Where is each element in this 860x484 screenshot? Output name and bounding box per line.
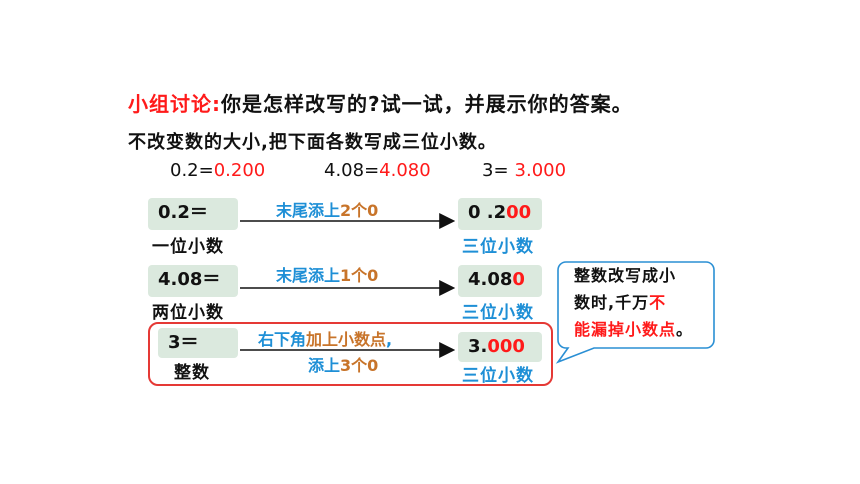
speech-bubble bbox=[555, 261, 715, 364]
row-1-left-label: 一位小数 bbox=[152, 237, 224, 257]
example-2: 4.08=4.080 bbox=[324, 160, 431, 181]
row-2-right-label: 三位小数 bbox=[462, 303, 534, 323]
discussion-title: 小组讨论:你是怎样改写的?试一试，并展示你的答案。 bbox=[128, 88, 633, 117]
example-3: 3=3.000 bbox=[482, 160, 566, 181]
bubble-line-1: 整数改写成小 bbox=[574, 266, 677, 285]
example-2-question: 4.08= bbox=[324, 160, 380, 181]
example-1-answer: 0.200 bbox=[213, 160, 266, 181]
row-3-arrow-label-line2: 添上3个0 bbox=[308, 356, 379, 375]
row-3-right-box: 3.000 bbox=[458, 332, 542, 362]
example-2-answer: 4.080 bbox=[379, 160, 431, 181]
integer-row-frame bbox=[148, 322, 553, 386]
example-3-answer: 3.000 bbox=[514, 160, 567, 181]
row-2-right-box: 4.080 bbox=[458, 265, 542, 297]
row-2-arrow-label: 末尾添上1个0 bbox=[276, 266, 379, 285]
example-3-question: 3= bbox=[482, 160, 509, 181]
bubble-line-3: 能漏掉小数点。 bbox=[574, 320, 694, 339]
row-2-left-box: 4.08＝ bbox=[148, 265, 238, 297]
example-1: 0.2=0.200 bbox=[170, 160, 265, 181]
row-3-arrow-label-line1: 右下角加上小数点, bbox=[258, 330, 393, 349]
bubble-line-2: 数时,千万不 bbox=[574, 293, 667, 312]
instruction-text: 不改变数的大小,把下面各数写成三位小数。 bbox=[128, 132, 497, 153]
example-1-question: 0.2= bbox=[170, 160, 214, 181]
row-3-right-label: 三位小数 bbox=[462, 366, 534, 386]
row-3-left-label: 整数 bbox=[174, 363, 210, 383]
discussion-title-prefix: 小组讨论: bbox=[128, 92, 221, 116]
row-1-right-box: 0 .200 bbox=[458, 198, 542, 230]
row-3-left-box: 3＝ bbox=[158, 328, 238, 358]
row-1-arrow-label: 末尾添上2个0 bbox=[276, 201, 379, 220]
row-1-left-box: 0.2＝ bbox=[148, 198, 238, 230]
row-2-left-label: 两位小数 bbox=[152, 303, 224, 323]
row-1-right-label: 三位小数 bbox=[462, 237, 534, 257]
discussion-title-text: 你是怎样改写的?试一试，并展示你的答案。 bbox=[221, 92, 633, 116]
